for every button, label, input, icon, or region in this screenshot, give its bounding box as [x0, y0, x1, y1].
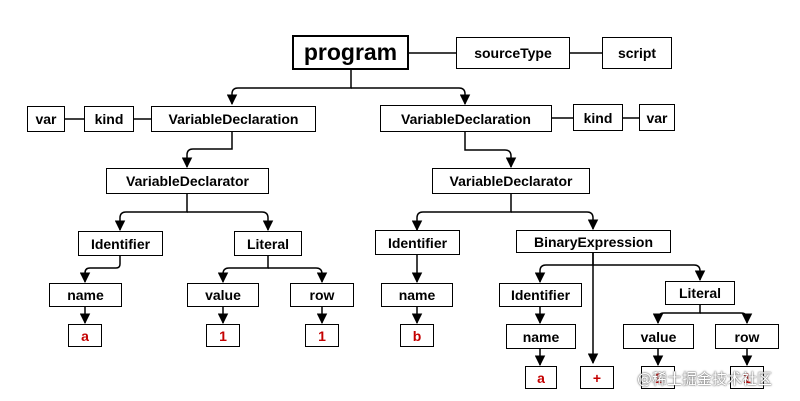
right-variable-declarator-node: VariableDeclarator: [432, 168, 590, 194]
edge-literal-value-left: [217, 256, 269, 284]
watermark-text: @稀土掘金技术社区: [637, 370, 773, 388]
right-var-node: var: [639, 104, 675, 131]
inner-name-node: name: [506, 324, 576, 349]
leaf-1-value-inner: 1: [641, 366, 675, 389]
right-identifier-node: Identifier: [375, 230, 460, 255]
edge-program-right: [351, 87, 471, 106]
edge-program-left: [226, 70, 352, 106]
right-variable-declaration-node: VariableDeclaration: [380, 105, 552, 132]
leaf-operator-plus: +: [580, 366, 614, 389]
left-var-node: var: [27, 106, 65, 132]
script-node: script: [602, 37, 672, 69]
program-node: program: [292, 35, 409, 70]
inner-value-node: value: [623, 324, 694, 349]
binary-expression-node: BinaryExpression: [516, 230, 671, 253]
leaf-a-left: a: [68, 324, 102, 347]
edge-decl-declarator-left: [181, 132, 233, 169]
edge-declarator-literal-left: [187, 211, 274, 232]
leaf-1-row-inner: 1: [730, 366, 764, 389]
edge-inner-literal-row: [700, 312, 753, 325]
edge-identifier-name-left: [79, 256, 121, 284]
right-name-node: name: [381, 283, 453, 307]
edge-declarator-identifier-left: [114, 194, 188, 232]
edge-decl-declarator-right: [464, 132, 517, 169]
left-kind-node: kind: [84, 106, 134, 132]
leaf-b-right: b: [400, 324, 434, 347]
left-variable-declarator-node: VariableDeclarator: [106, 168, 269, 194]
left-variable-declaration-node: VariableDeclaration: [151, 106, 316, 132]
right-kind-node: kind: [573, 104, 623, 131]
edge-binary-literal: [593, 264, 706, 282]
edge-declarator-identifier-right: [411, 194, 512, 232]
left-row-node: row: [290, 283, 354, 307]
edge-binary-identifier: [534, 253, 594, 284]
leaf-a-inner: a: [525, 366, 557, 389]
inner-row-node: row: [715, 324, 779, 349]
sourcetype-node: sourceType: [456, 37, 570, 69]
inner-literal-node: Literal: [665, 281, 735, 305]
edge-literal-row-left: [268, 267, 328, 284]
leaf-1-row-left: 1: [305, 324, 339, 347]
inner-identifier-node: Identifier: [499, 283, 582, 307]
left-name-node: name: [49, 283, 122, 307]
leaf-1-value-left: 1: [206, 324, 240, 347]
edge-inner-literal-value: [652, 305, 701, 325]
edge-declarator-binary-right: [511, 211, 599, 231]
left-value-node: value: [187, 283, 259, 307]
left-literal-node: Literal: [234, 231, 302, 256]
left-identifier-node: Identifier: [78, 231, 163, 256]
